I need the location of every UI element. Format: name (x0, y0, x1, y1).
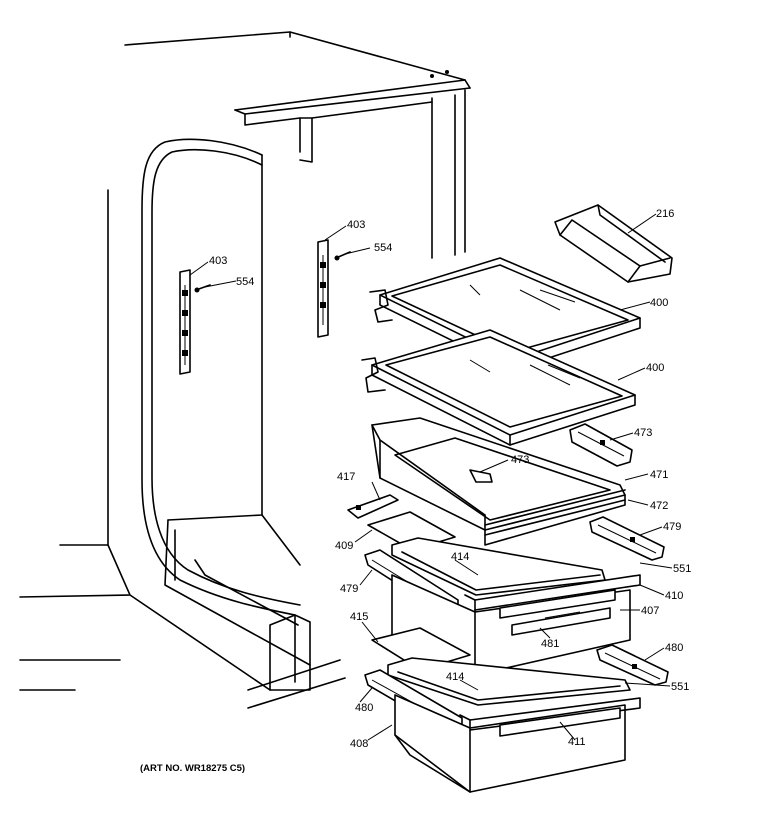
shelf-ladder-right (317, 239, 351, 338)
pan-slide-right-upper (569, 423, 633, 467)
snack-pan (371, 417, 626, 546)
label-471: 471 (650, 469, 668, 481)
label-473-right: 473 (634, 427, 652, 439)
label-216: 216 (656, 208, 674, 220)
part-labels: 216 400 400 403 554 403 554 473 473 471 … (209, 208, 691, 750)
label-480-left: 480 (355, 702, 373, 714)
label-407: 407 (641, 605, 659, 617)
cabinet-outline (19, 31, 471, 709)
label-403-left: 403 (209, 255, 227, 267)
leader-lines (189, 213, 673, 741)
slide-left-upper (347, 494, 399, 519)
label-403-right: 403 (347, 219, 365, 231)
label-481: 481 (541, 638, 559, 650)
label-554-left: 554 (236, 276, 254, 288)
label-551-lower: 551 (671, 681, 689, 693)
label-473-center: 473 (511, 454, 529, 466)
label-414-lower: 414 (446, 671, 464, 683)
label-400-lower: 400 (646, 362, 664, 374)
label-400-upper: 400 (650, 297, 668, 309)
label-410: 410 (665, 590, 683, 602)
label-414-upper: 414 (451, 551, 469, 563)
drawer-lower (364, 657, 641, 793)
label-480-right: 480 (665, 642, 683, 654)
slide-right-480 (596, 644, 669, 686)
art-number: (ART NO. WR18275 C5) (140, 763, 245, 774)
label-411: 411 (568, 736, 586, 748)
label-415: 415 (350, 611, 368, 623)
label-409: 409 (335, 540, 353, 552)
label-551-upper: 551 (673, 563, 691, 575)
label-554-right: 554 (374, 242, 392, 254)
glass-shelf-lower (361, 329, 636, 446)
shelf-ladder-left (179, 269, 211, 375)
label-479-left: 479 (340, 583, 358, 595)
label-417: 417 (337, 471, 355, 483)
label-408: 408 (350, 738, 368, 750)
label-472: 472 (650, 500, 668, 512)
door-bin (554, 204, 673, 283)
label-479-right: 479 (663, 521, 681, 533)
slide-right-upper-479 (589, 516, 665, 561)
